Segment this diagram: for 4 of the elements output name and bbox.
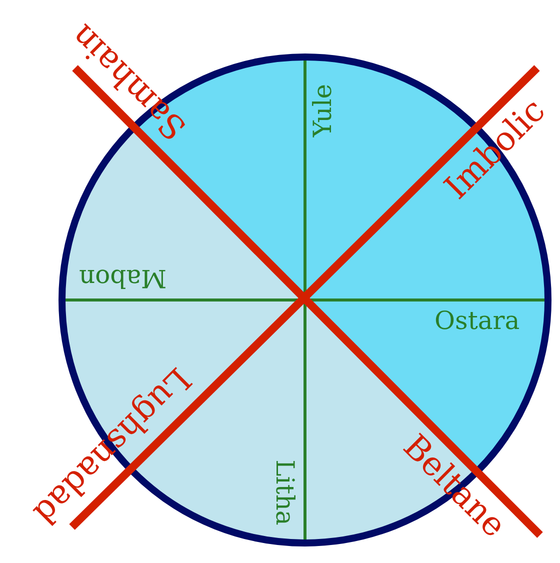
festival-label: Mabon: [79, 266, 167, 290]
festival-label: Litha: [272, 459, 298, 525]
festival-label: Yule: [310, 83, 335, 137]
festival-label: Ostara: [434, 308, 520, 332]
